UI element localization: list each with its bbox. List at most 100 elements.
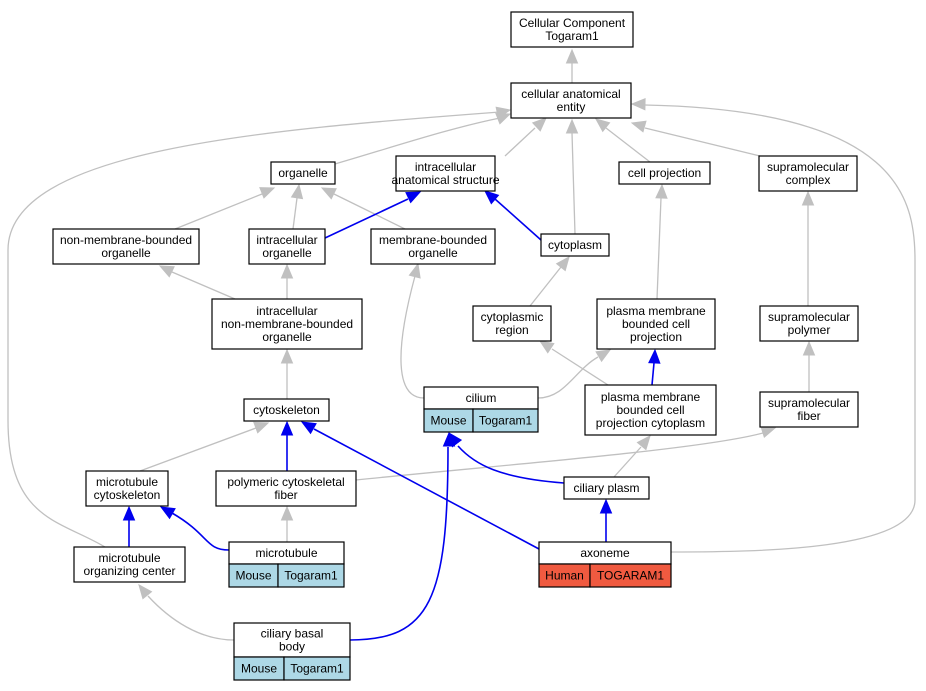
edge-line — [529, 266, 562, 307]
edge-microtubule-pcf — [280, 505, 294, 542]
node-label: body — [279, 640, 305, 654]
edge-line — [171, 271, 236, 300]
gene-label: Togaram1 — [284, 569, 338, 583]
edge-line — [7, 111, 501, 548]
node-box — [52, 228, 200, 265]
edge-line — [504, 127, 536, 157]
arrow-head-icon — [595, 349, 612, 363]
arrow-head-icon — [531, 117, 547, 132]
node-label: anatomical structure — [391, 173, 499, 187]
node-label: ciliary plasm — [573, 481, 639, 495]
edge-line — [551, 348, 609, 386]
edge-line — [537, 356, 599, 399]
node-cytoskeleton[interactable]: cytoskeleton — [243, 398, 330, 422]
edge-line — [651, 362, 655, 386]
node-label: plasma membrane — [606, 304, 706, 318]
arrow-head-icon — [594, 118, 611, 133]
node-label: axoneme — [580, 546, 630, 560]
node-ciliaryplasm[interactable]: ciliary plasm — [563, 476, 650, 500]
node-box — [370, 228, 496, 265]
arrow-head-icon — [599, 498, 613, 514]
node-cytoplasm[interactable]: cytoplasm — [540, 233, 610, 257]
edge-suppolymer-supcomplex — [801, 190, 815, 306]
edge-line — [139, 427, 257, 472]
arrow-head-icon — [538, 340, 555, 354]
node-box — [618, 161, 711, 185]
arrow-head-icon — [648, 348, 661, 364]
node-label: polymeric cytoskeletal — [227, 475, 344, 489]
gene-label: Togaram1 — [290, 662, 344, 676]
node-box — [248, 228, 326, 265]
edge-line — [292, 197, 298, 230]
node-label: intracellular — [256, 233, 317, 247]
edge-cytoplasm-ias — [484, 190, 542, 241]
node-label: projection cytoplasm — [596, 416, 705, 430]
node-box — [215, 470, 357, 507]
species-label: Human — [545, 569, 584, 583]
edge-cilium-pmbcp — [537, 349, 612, 399]
edge-axoneme-cytoskeleton — [300, 421, 540, 550]
arrow-head-icon — [320, 187, 337, 200]
edge-line — [571, 132, 576, 235]
arrow-head-icon — [408, 262, 421, 279]
node-label: entity — [557, 100, 586, 114]
node-label: cytoskeleton — [94, 488, 161, 502]
edge-io-organelle — [290, 183, 304, 230]
edge-basalbody-cilium — [349, 431, 456, 641]
node-label: supramolecular — [768, 396, 850, 410]
edge-line — [174, 193, 263, 230]
node-label: projection — [630, 330, 682, 344]
species-label: Mouse — [430, 414, 466, 428]
node-label: intracellular — [256, 304, 317, 318]
node-label: non-membrane-bounded — [60, 233, 192, 247]
edge-line — [333, 193, 406, 230]
edge-mtoc-cae — [7, 106, 512, 548]
node-label: complex — [786, 173, 831, 187]
node-label: polymer — [788, 323, 831, 337]
node-label: supramolecular — [768, 310, 850, 324]
node-inmbo[interactable]: intracellularnon-membrane-boundedorganel… — [211, 298, 363, 350]
node-label: supramolecular — [767, 160, 849, 174]
node-label: Cellular Component — [519, 16, 626, 30]
node-organelle[interactable]: organelle — [270, 161, 336, 185]
arrow-head-icon — [565, 118, 579, 134]
arrow-head-icon — [138, 584, 153, 600]
edge-microtubule-mtcyto — [159, 506, 230, 551]
edge-supcomplex-cae — [630, 120, 761, 157]
arrow-head-icon — [280, 348, 294, 364]
gene-cell — [472, 408, 539, 433]
node-label: cilium — [466, 391, 497, 405]
edge-cellproj-cae — [594, 118, 651, 163]
edge-line — [605, 127, 651, 163]
node-label: fiber — [274, 488, 297, 502]
node-cellproj[interactable]: cell projection — [618, 161, 711, 185]
edge-basalbody-mtoc — [138, 584, 235, 641]
edge-line — [400, 275, 425, 399]
edge-io-ias — [324, 191, 422, 239]
arrow-head-icon — [280, 420, 294, 436]
node-label: microtubule — [98, 551, 160, 565]
arrow-head-icon — [280, 263, 294, 279]
node-label: bounded cell — [622, 317, 690, 331]
